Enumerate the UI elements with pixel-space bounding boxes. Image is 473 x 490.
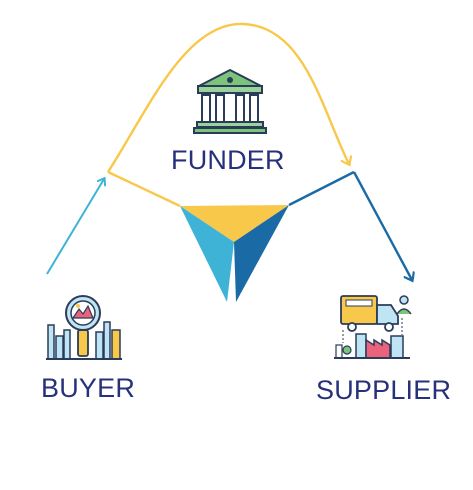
bank-icon <box>193 68 267 134</box>
funder-label: FUNDER <box>171 145 285 175</box>
central-triangle <box>180 205 289 302</box>
arrow-funder-to-supplier <box>352 171 412 280</box>
arrow-funder-loop <box>106 22 349 173</box>
supplier-truck-factory-icon <box>334 295 412 359</box>
triangle-top-segment <box>180 205 289 242</box>
line-funder-left <box>107 170 181 208</box>
buyer-magnifier-city-icon <box>46 295 122 360</box>
buyer-label: BUYER <box>41 373 136 403</box>
triangle-right-segment <box>234 205 289 302</box>
line-funder-right <box>288 170 355 207</box>
triangle-left-segment <box>180 206 234 302</box>
arrow-buyer-to-funder <box>46 179 104 275</box>
supplier-label: SUPPLIER <box>316 375 452 405</box>
